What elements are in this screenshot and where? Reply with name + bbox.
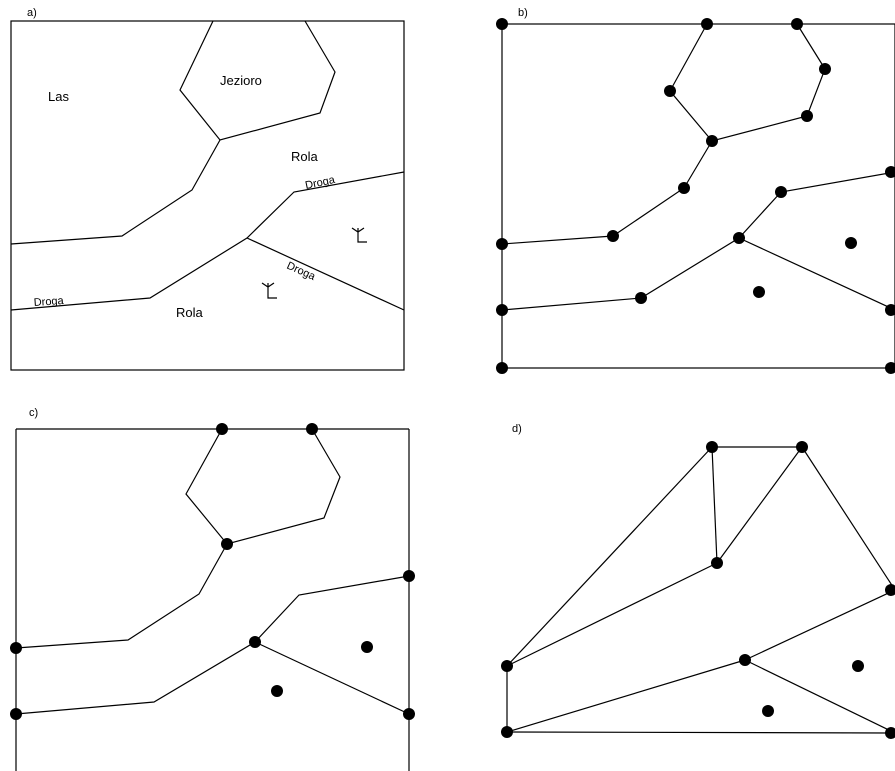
panel-b-label: b) <box>518 7 528 19</box>
vertex-point <box>701 18 713 30</box>
forest-boundary <box>15 543 228 649</box>
vertex-point <box>221 538 233 550</box>
vertex-point <box>403 570 415 582</box>
vertex-point <box>403 708 415 720</box>
vertex-point <box>10 642 22 654</box>
panel-c: c) <box>10 407 415 771</box>
vertex-point <box>496 18 508 30</box>
road-label-upper: Droga <box>304 174 337 192</box>
vertex-point <box>501 660 513 672</box>
vertex-point <box>216 423 228 435</box>
vertex-point <box>711 557 723 569</box>
road-upper <box>15 575 410 715</box>
lake-label: Jezioro <box>220 73 262 88</box>
vertex-point <box>796 441 808 453</box>
vertex-point <box>775 186 787 198</box>
panel-d-label: d) <box>512 423 522 435</box>
vertex-point <box>791 18 803 30</box>
vertex-point <box>678 182 690 194</box>
vertex-point <box>733 232 745 244</box>
panel-a-label: a) <box>27 7 37 19</box>
point-feature <box>361 641 373 653</box>
lake-boundary <box>179 20 336 141</box>
road-upper <box>501 171 895 311</box>
vertex-point <box>801 110 813 122</box>
field-label-bottom: Rola <box>176 305 204 320</box>
lake-boundary <box>669 23 826 142</box>
vertex-points <box>10 423 415 720</box>
forest-boundary <box>10 139 221 245</box>
forest-boundary <box>501 140 713 245</box>
panel-a: a) Las Jezioro Rola Rola Droga Droga Dro… <box>10 7 405 371</box>
vertex-point <box>819 63 831 75</box>
panel-d: d) <box>501 423 895 739</box>
vertex-point <box>501 726 513 738</box>
vertex-point <box>706 441 718 453</box>
vertex-point <box>885 584 895 596</box>
vertex-point <box>635 292 647 304</box>
vertex-points <box>496 18 895 374</box>
vertex-point <box>496 362 508 374</box>
road-diagonal <box>738 237 895 311</box>
panel-b: b) <box>496 7 895 374</box>
panel-a-frame <box>10 20 405 371</box>
road-label-left: Droga <box>33 295 65 309</box>
vertex-point <box>885 362 895 374</box>
vertex-point <box>885 727 895 739</box>
panel-b-frame <box>501 23 895 369</box>
tree-symbol-icon <box>351 227 367 243</box>
tree-symbol-icon <box>261 282 277 299</box>
point-feature <box>762 705 774 717</box>
road-upper <box>10 171 405 311</box>
lake-boundary <box>185 428 341 545</box>
point-feature <box>271 685 283 697</box>
point-feature <box>845 237 857 249</box>
point-feature <box>852 660 864 672</box>
vertex-point <box>885 304 895 316</box>
vertex-point <box>496 304 508 316</box>
triangulation-edges <box>506 446 895 734</box>
vertex-point <box>739 654 751 666</box>
vertex-point <box>10 708 22 720</box>
panel-c-label: c) <box>29 407 38 419</box>
point-feature <box>753 286 765 298</box>
field-label-top: Rola <box>291 149 319 164</box>
vertex-point <box>664 85 676 97</box>
forest-label: Las <box>48 89 69 104</box>
vertex-points <box>501 441 895 739</box>
road-diagonal <box>246 237 405 311</box>
vertex-point <box>496 238 508 250</box>
vertex-point <box>306 423 318 435</box>
road-diagonal <box>254 641 410 715</box>
vertex-point <box>885 166 895 178</box>
vertex-point <box>249 636 261 648</box>
vertex-point <box>706 135 718 147</box>
vertex-point <box>607 230 619 242</box>
